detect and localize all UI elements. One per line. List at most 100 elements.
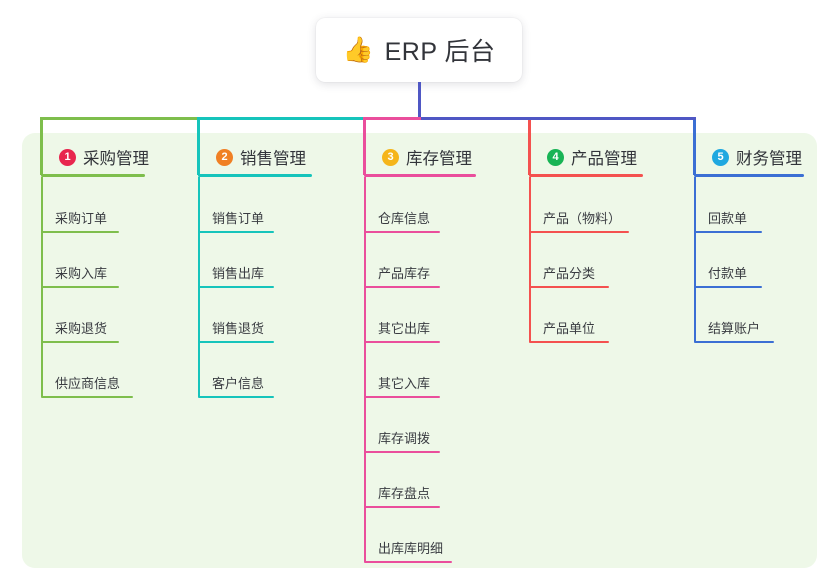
list-item-label: 产品单位 — [543, 321, 596, 336]
column-badge-2: 2 — [216, 148, 233, 166]
list-item-underline — [41, 396, 133, 398]
column-2: 2 销售管理销售订单销售出库销售退货客户信息 — [198, 146, 312, 398]
list-item-underline — [364, 561, 452, 563]
list-item-label: 销售订单 — [212, 211, 265, 226]
list-item-underline — [529, 286, 609, 288]
list-item-label: 客户信息 — [212, 376, 265, 391]
column-underline-2 — [198, 174, 312, 177]
column-title-3: 库存管理 — [406, 150, 472, 168]
column-title-5: 财务管理 — [736, 150, 802, 168]
thumbs-up-icon: 👍 — [342, 35, 374, 64]
root-node[interactable]: 👍 ERP 后台 — [316, 18, 522, 82]
list-item-label: 仓库信息 — [378, 211, 431, 226]
column-drop-connector-1 — [39, 117, 43, 175]
list-item-label: 库存盘点 — [378, 486, 431, 501]
list-item[interactable]: 采购退货 — [41, 318, 119, 343]
list-item[interactable]: 供应商信息 — [41, 373, 133, 398]
column-drop-connector-4 — [527, 117, 531, 175]
list-item[interactable]: 出库库明细 — [364, 538, 452, 563]
column-4: 4 产品管理产品（物料） 产品分类产品单位 — [529, 146, 643, 343]
column-underline-5 — [694, 174, 804, 177]
list-item[interactable]: 销售订单 — [198, 208, 274, 233]
column-underline-3 — [364, 174, 476, 177]
list-item[interactable]: 付款单 — [694, 263, 762, 288]
list-item-underline — [364, 341, 440, 343]
list-item-underline — [198, 231, 274, 233]
column-badge-5: 5 — [712, 148, 729, 166]
list-item-underline — [529, 231, 629, 233]
column-badge-3: 3 — [382, 148, 399, 166]
list-item-underline — [41, 286, 119, 288]
list-item-label: 产品库存 — [378, 266, 431, 281]
list-item-underline — [364, 451, 440, 453]
diagram-background-panel — [22, 133, 817, 568]
root-node-title: ERP 后台 — [384, 38, 496, 66]
list-item[interactable]: 库存调拨 — [364, 428, 440, 453]
list-item-underline — [198, 396, 274, 398]
list-item-underline — [198, 286, 274, 288]
column-title-2: 销售管理 — [240, 150, 306, 168]
list-item-label: 库存调拨 — [378, 431, 431, 446]
column-title-4: 产品管理 — [571, 150, 637, 168]
bar-segment-2 — [196, 117, 366, 120]
column-3: 3 库存管理仓库信息产品库存其它出库其它入库库存调拨库存盘点出库库明细 — [364, 146, 476, 563]
list-item-label: 销售出库 — [212, 266, 265, 281]
column-5: 5 财务管理回款单付款单结算账户 — [694, 146, 804, 343]
list-item-label: 采购入库 — [55, 266, 108, 281]
list-item-label: 供应商信息 — [55, 376, 121, 391]
list-item-label: 出库库明细 — [378, 541, 444, 556]
column-header-2[interactable]: 2 销售管理 — [198, 146, 312, 168]
column-header-3[interactable]: 3 库存管理 — [364, 146, 476, 168]
column-1: 1 采购管理采购订单采购入库采购退货供应商信息 — [41, 146, 149, 398]
bar-segment-1 — [39, 117, 200, 120]
list-item-label: 其它出库 — [378, 321, 431, 336]
column-drop-connector-2 — [196, 117, 200, 175]
list-item-underline — [364, 231, 440, 233]
list-item-label: 其它入库 — [378, 376, 431, 391]
bar-segment-3 — [362, 117, 421, 120]
list-item-label: 采购退货 — [55, 321, 108, 336]
column-spine-4 — [529, 177, 531, 342]
list-item[interactable]: 产品分类 — [529, 263, 609, 288]
list-item-underline — [41, 341, 119, 343]
list-item-underline — [694, 231, 762, 233]
list-item[interactable]: 产品库存 — [364, 263, 440, 288]
list-item-label: 付款单 — [708, 266, 748, 281]
list-item-label: 结算账户 — [708, 321, 761, 336]
column-header-5[interactable]: 5 财务管理 — [694, 146, 804, 168]
column-spine-3 — [364, 177, 366, 562]
list-item-underline — [529, 341, 609, 343]
column-header-4[interactable]: 4 产品管理 — [529, 146, 643, 168]
list-item-label: 产品（物料） — [543, 211, 622, 226]
list-item-underline — [364, 396, 440, 398]
list-item[interactable]: 采购订单 — [41, 208, 119, 233]
column-title-1: 采购管理 — [83, 150, 149, 168]
list-item[interactable]: 客户信息 — [198, 373, 274, 398]
list-item[interactable]: 回款单 — [694, 208, 762, 233]
list-item[interactable]: 销售出库 — [198, 263, 274, 288]
list-item[interactable]: 产品（物料） — [529, 208, 629, 233]
list-item-underline — [41, 231, 119, 233]
column-header-1[interactable]: 1 采购管理 — [41, 146, 149, 168]
bar-segment-5 — [417, 117, 696, 120]
list-item-underline — [364, 286, 440, 288]
column-badge-4: 4 — [547, 148, 564, 166]
list-item-underline — [694, 286, 762, 288]
list-item-underline — [364, 506, 440, 508]
list-item[interactable]: 结算账户 — [694, 318, 774, 343]
list-item[interactable]: 其它出库 — [364, 318, 440, 343]
list-item-label: 采购订单 — [55, 211, 108, 226]
column-badge-1: 1 — [59, 148, 76, 166]
list-item[interactable]: 其它入库 — [364, 373, 440, 398]
list-item[interactable]: 销售退货 — [198, 318, 274, 343]
list-item[interactable]: 库存盘点 — [364, 483, 440, 508]
list-item[interactable]: 采购入库 — [41, 263, 119, 288]
column-spine-5 — [694, 177, 696, 342]
root-stem-connector — [417, 82, 421, 120]
column-drop-connector-3 — [362, 117, 366, 175]
list-item[interactable]: 产品单位 — [529, 318, 609, 343]
column-drop-connector-5 — [692, 117, 696, 175]
list-item-label: 销售退货 — [212, 321, 265, 336]
list-item[interactable]: 仓库信息 — [364, 208, 440, 233]
